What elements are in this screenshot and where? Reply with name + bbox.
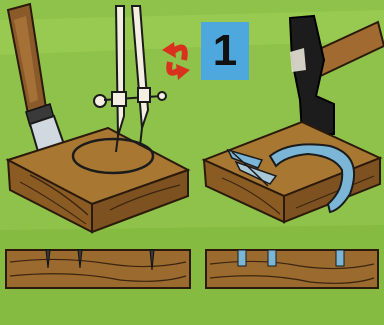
hammer-head-shine <box>290 48 306 72</box>
compass-screw-knob <box>94 95 106 107</box>
strap-nail <box>336 250 344 266</box>
strap-nail <box>238 250 246 266</box>
step-number: 1 <box>213 29 237 73</box>
compass-leg-left <box>116 6 124 136</box>
compass-hinge-right <box>138 88 150 102</box>
compass-screw-end <box>158 92 166 100</box>
strap-nail <box>268 250 276 266</box>
compass-hinge-left <box>112 92 126 106</box>
left-plank <box>6 250 190 288</box>
step-badge: 1 <box>201 22 249 80</box>
